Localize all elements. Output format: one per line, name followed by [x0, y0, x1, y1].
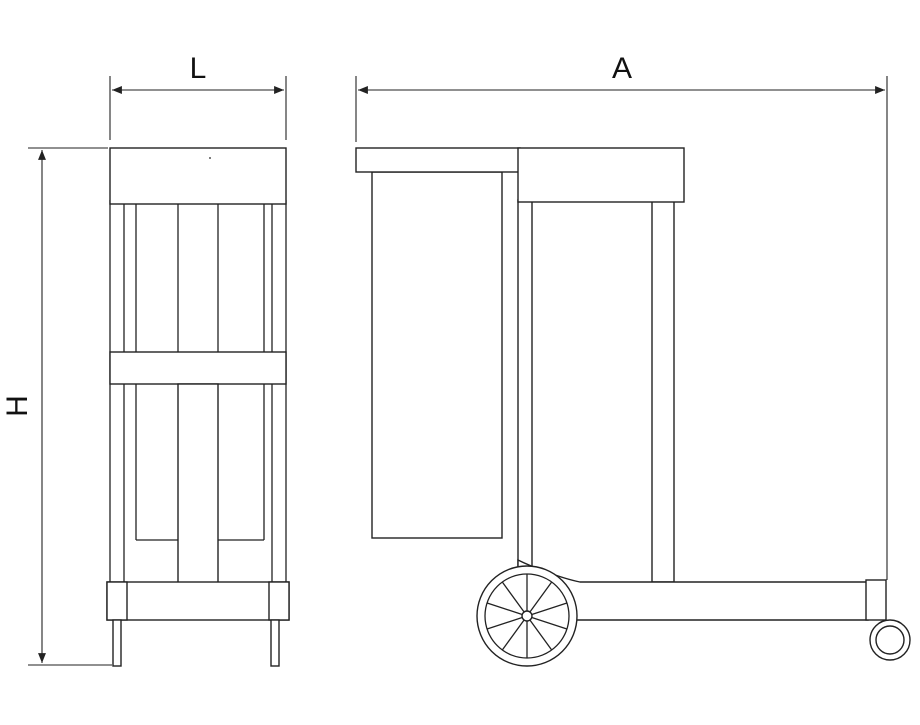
- dimension-label-a: A: [612, 52, 632, 85]
- front-center-column: [177, 383, 219, 585]
- wheel-spoke: [501, 581, 525, 613]
- front-base: [106, 581, 290, 621]
- wheel-spoke: [529, 619, 553, 651]
- side-view: [355, 147, 911, 667]
- dimension-a: A: [355, 52, 888, 580]
- side-bag-lid: [355, 147, 521, 173]
- side-front-post: [651, 199, 675, 583]
- wheel-spoke: [486, 602, 523, 616]
- side-rear-post: [517, 199, 533, 583]
- caster-inner: [875, 625, 905, 655]
- dimension-label-h: H: [1, 395, 34, 417]
- front-lid-mark: [209, 157, 211, 159]
- dimension-h: H: [1, 147, 112, 666]
- front-base-left-block: [106, 581, 128, 621]
- side-rear-wheel: [476, 565, 578, 667]
- dimension-l: L: [109, 52, 287, 140]
- side-base-front-block: [865, 579, 887, 621]
- front-top-lid: [109, 147, 287, 205]
- front-leg-left: [112, 619, 122, 667]
- front-base-right-block: [268, 581, 290, 621]
- front-view: [106, 147, 290, 667]
- front-middle-shelf: [109, 351, 287, 385]
- side-bag: [371, 171, 503, 539]
- wheel-hub: [521, 610, 533, 622]
- wheel-spoke: [501, 619, 525, 651]
- front-leg-right: [270, 619, 280, 667]
- side-top-shelf: [517, 147, 685, 203]
- wheel-spoke: [529, 581, 553, 613]
- wheel-spoke: [531, 616, 568, 630]
- wheel-spokes: [486, 574, 568, 658]
- wheel-spoke: [531, 602, 568, 616]
- dimension-label-l: L: [190, 52, 207, 85]
- wheel-spoke: [486, 616, 523, 630]
- side-front-caster: [869, 619, 911, 661]
